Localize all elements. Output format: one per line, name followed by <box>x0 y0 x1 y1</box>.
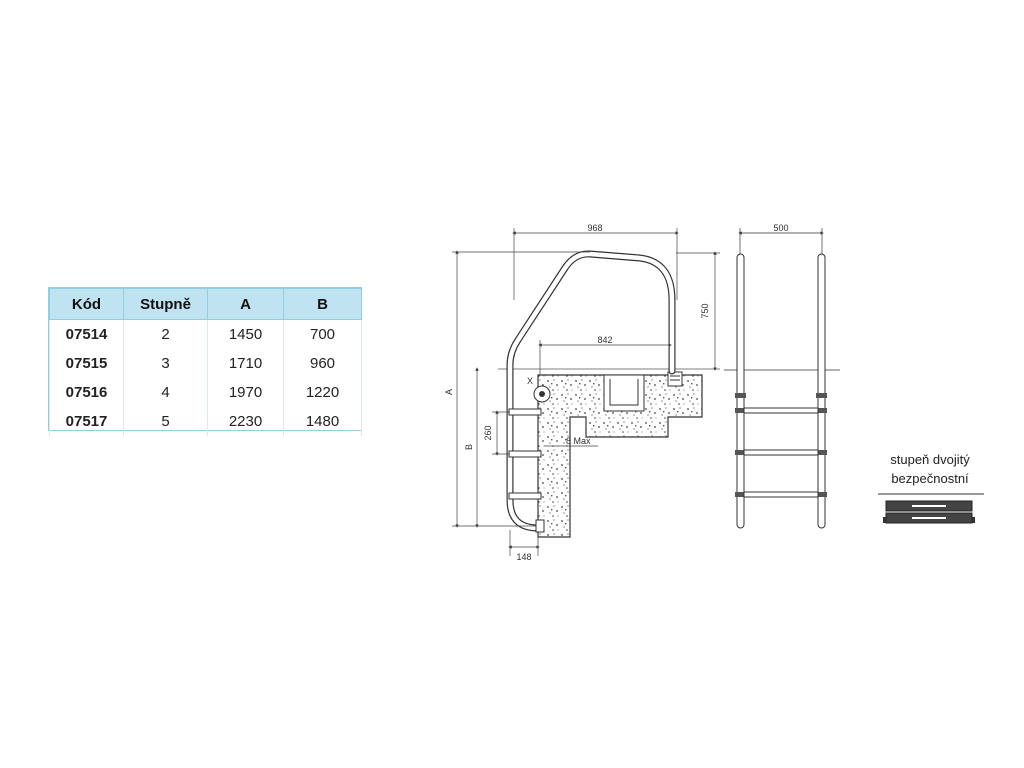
cell-a: 1970 <box>207 378 284 407</box>
dim-a-label: A <box>444 389 454 395</box>
cell-a: 1710 <box>207 349 284 378</box>
cell-b: 960 <box>283 349 362 378</box>
dim-b-label: B <box>464 444 474 450</box>
dimension-lines <box>452 228 720 556</box>
table-row: 07517 5 2230 1480 <box>49 407 362 436</box>
dim-500: 500 <box>773 223 788 233</box>
spec-table-grid: Kód Stupně A B 07514 2 1450 700 07515 3 … <box>49 288 362 436</box>
step-caption-line1: stupeň dvojitý <box>890 452 970 467</box>
table-row: 07516 4 1970 1220 <box>49 378 362 407</box>
table-row: 07515 3 1710 960 <box>49 349 362 378</box>
dim-842: 842 <box>597 335 612 345</box>
dim-8-max: 8 Max <box>566 436 591 446</box>
side-view <box>452 228 720 556</box>
cell-steps: 2 <box>123 319 208 349</box>
step-caption: stupeň dvojitý bezpečnostní <box>878 450 982 488</box>
cell-a: 1450 <box>207 319 284 349</box>
cell-b: 1480 <box>283 407 362 436</box>
cell-code: 07516 <box>49 378 124 407</box>
cell-b: 1220 <box>283 378 362 407</box>
cell-steps: 4 <box>123 378 208 407</box>
header-code: Kód <box>49 288 124 320</box>
detail-x-label: X <box>527 376 533 386</box>
step-detail <box>878 493 984 524</box>
cell-a: 2230 <box>207 407 284 436</box>
dim-148: 148 <box>516 552 531 562</box>
spec-table: Kód Stupně A B 07514 2 1450 700 07515 3 … <box>48 287 362 436</box>
front-clamps <box>735 393 827 497</box>
front-steps <box>743 407 819 498</box>
header-steps: Stupně <box>123 288 208 320</box>
header-a: A <box>207 288 284 320</box>
front-view <box>724 228 840 529</box>
table-header-row: Kód Stupně A B <box>49 288 362 320</box>
header-b: B <box>283 288 362 320</box>
table-row: 07514 2 1450 700 <box>49 319 362 349</box>
front-right-tube <box>817 253 826 529</box>
cell-code: 07515 <box>49 349 124 378</box>
anchor-box <box>667 371 683 387</box>
front-left-tube <box>736 253 745 529</box>
dim-260: 260 <box>483 425 493 440</box>
dim-968: 968 <box>587 223 602 233</box>
cell-steps: 3 <box>123 349 208 378</box>
pool-wall-concrete <box>537 374 703 538</box>
step-caption-line2: bezpečnostní <box>891 471 969 486</box>
cell-code: 07514 <box>49 319 124 349</box>
dim-750: 750 <box>700 303 710 318</box>
cell-code: 07517 <box>49 407 124 436</box>
cell-b: 700 <box>283 319 362 349</box>
